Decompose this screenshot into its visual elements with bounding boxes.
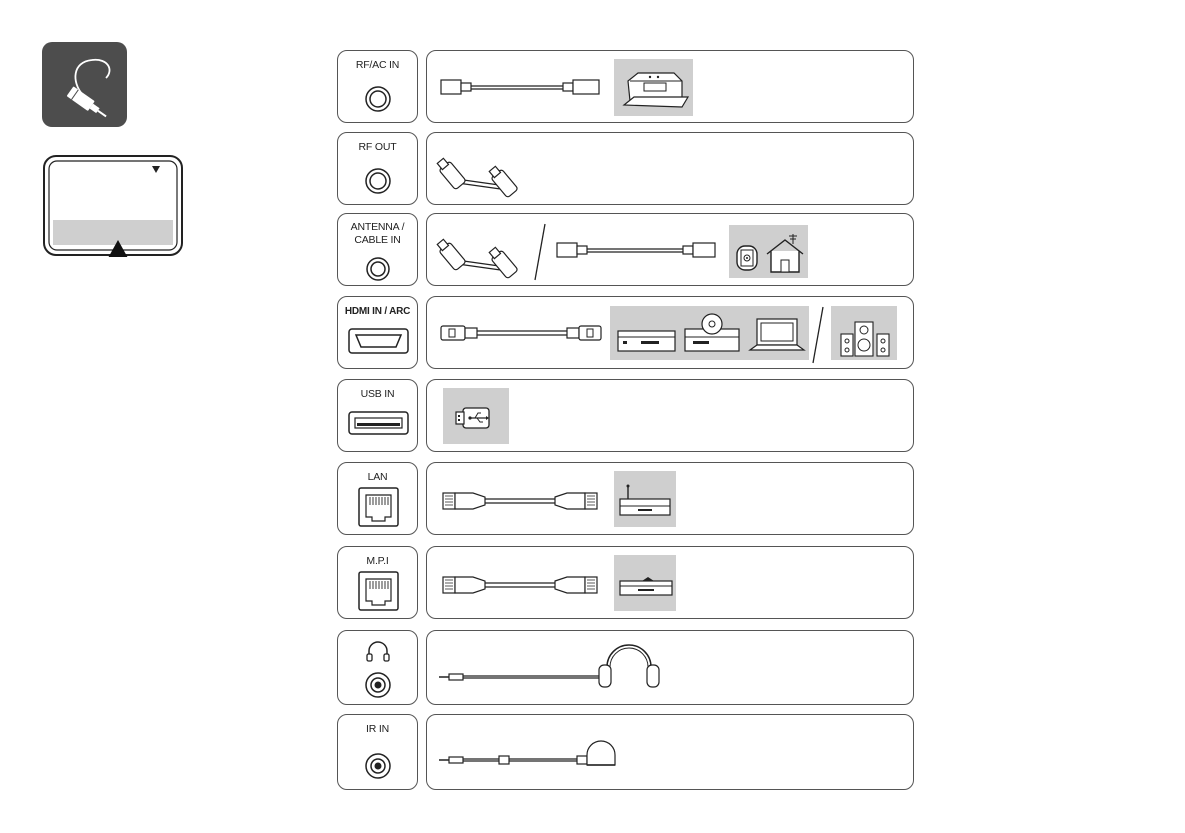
port-mpi: M.P.I <box>337 546 418 619</box>
ethernet-port-icon <box>338 463 419 536</box>
port-rf-out: RF OUT <box>337 132 418 205</box>
hdmi-port-icon <box>338 297 419 370</box>
headphone-cable-icon <box>439 674 599 680</box>
headphones-icon <box>599 645 659 687</box>
ethernet-cable-icon <box>443 493 597 509</box>
connection-row-headphone <box>426 630 914 705</box>
ethernet-cable-icon <box>443 577 597 593</box>
coax-cable-icon <box>441 80 599 94</box>
coax-connector-pair-icon <box>435 156 518 198</box>
minijack-port-icon <box>338 715 419 791</box>
connection-row-antenna-cable-in <box>426 213 914 286</box>
connection-row-usb-in <box>426 379 914 452</box>
coax-cable-icon <box>557 243 715 257</box>
port-rf-ac-in: RF/AC IN <box>337 50 418 123</box>
blu-ray-player-icon <box>618 331 675 351</box>
port-ir-in: IR IN <box>337 714 418 790</box>
connection-row-lan <box>426 462 914 535</box>
connection-row-mpi <box>426 546 914 619</box>
ir-blaster-cable-icon <box>439 741 615 765</box>
coax-jack-icon <box>338 133 419 206</box>
connection-row-rf-out <box>426 132 914 205</box>
laptop-icon <box>750 319 804 350</box>
port-lan: LAN <box>337 462 418 535</box>
connection-row-ir-in <box>426 714 914 790</box>
ethernet-port-icon <box>338 547 419 620</box>
headphone-jack-icon <box>338 631 419 706</box>
hdmi-cable-icon <box>441 326 601 340</box>
connection-row-rf-ac-in <box>426 50 914 123</box>
port-hdmi-in-arc: HDMI IN / ARC <box>337 296 418 369</box>
divider-slash <box>535 224 545 280</box>
coax-jack-icon <box>338 51 419 124</box>
usb-port-icon <box>338 380 419 453</box>
tv-rear-panel-icon <box>42 154 184 257</box>
divider-slash <box>813 307 823 363</box>
port-headphone <box>337 630 418 705</box>
cable-connection-icon <box>42 42 127 127</box>
coax-connector-pair-icon <box>435 237 518 279</box>
port-usb-in: USB IN <box>337 379 418 452</box>
port-antenna-cable-in: ANTENNA / CABLE IN <box>337 213 418 286</box>
connection-row-hdmi-in-arc <box>426 296 914 369</box>
coax-jack-icon <box>338 214 419 287</box>
